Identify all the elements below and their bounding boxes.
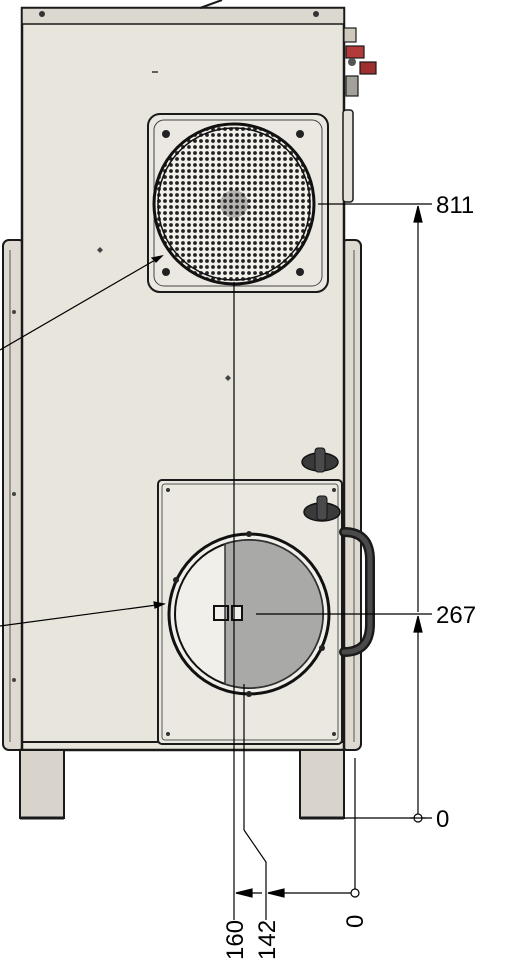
dim-label-vertical-origin: 0 [436, 806, 449, 833]
knob-icon [301, 447, 341, 522]
leader-lines [0, 255, 166, 627]
fan-grille-icon [152, 122, 316, 286]
connector-icon [343, 27, 377, 97]
vertical-dimension-lines [256, 203, 432, 823]
right-frame-rail [340, 239, 362, 751]
side-bracket [342, 109, 354, 203]
right-leg [299, 749, 345, 820]
horizontal-dimension-lines [233, 282, 360, 920]
handle-icon [339, 527, 375, 657]
dim-label-160: 160 [222, 920, 249, 960]
dim-label-811: 811 [436, 192, 474, 219]
dim-label-142: 142 [254, 920, 281, 960]
left-leg [19, 749, 65, 820]
dim-label-horizontal-origin: 0 [342, 915, 369, 928]
dim-label-267: 267 [436, 602, 476, 629]
